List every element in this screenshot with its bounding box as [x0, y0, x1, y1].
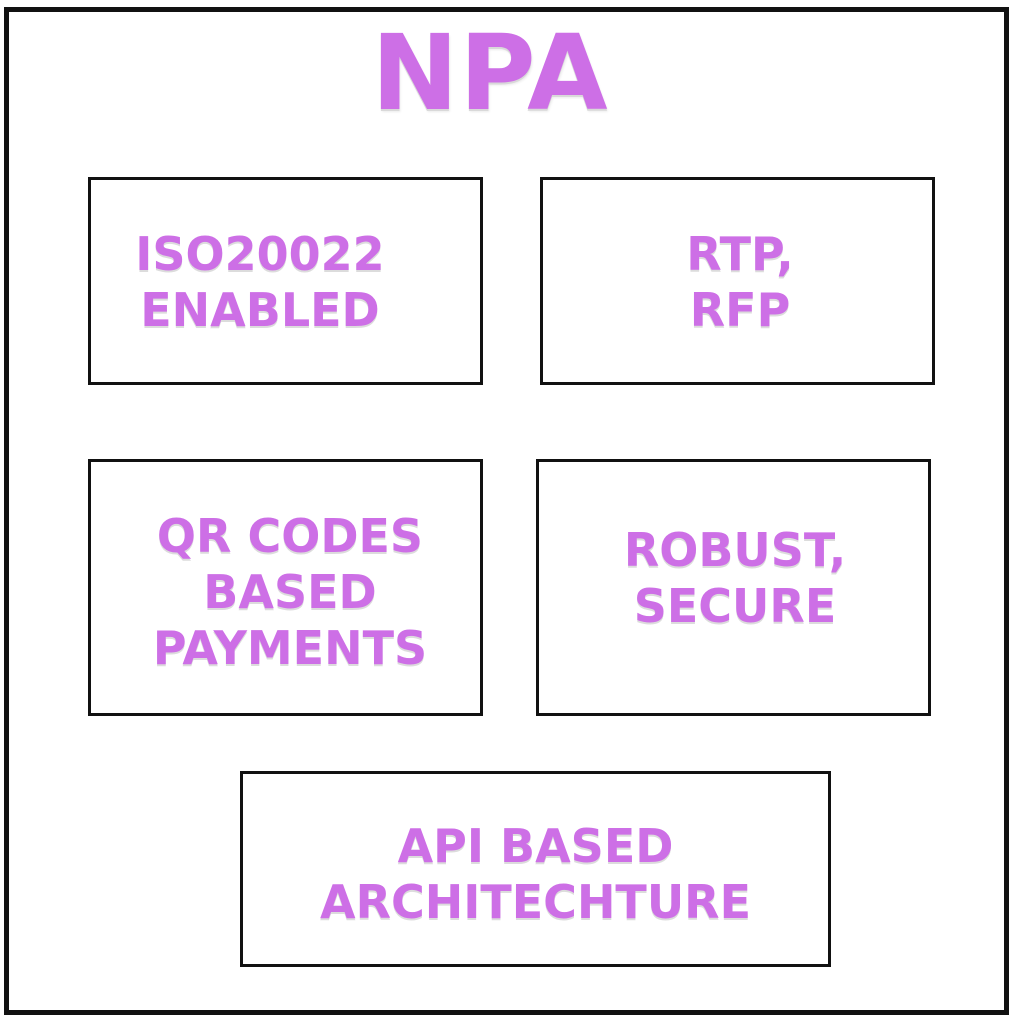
feature-label-api-based: API BASED ARCHITECHTURE [260, 818, 811, 930]
feature-label-line: BASED [203, 565, 377, 619]
feature-box-api-based [240, 771, 831, 967]
feature-label-line: ENABLED [140, 283, 380, 337]
feature-label-line: ARCHITECHTURE [319, 875, 752, 929]
feature-label-robust-secure: ROBUST, SECURE [575, 522, 895, 634]
outer-frame [4, 7, 1009, 1015]
feature-label-line: QR CODES [156, 509, 424, 563]
feature-label-line: PAYMENTS [152, 621, 428, 675]
diagram-title: NPA [371, 12, 609, 134]
feature-box-robust-secure [536, 459, 931, 716]
feature-label-line: RTP, [686, 227, 794, 281]
feature-label-line: SECURE [633, 579, 837, 633]
feature-label-line: RFP [689, 283, 791, 337]
feature-label-line: ROBUST, [623, 523, 847, 577]
feature-label-qr-codes: QR CODES BASED PAYMENTS [110, 508, 470, 676]
feature-box-iso20022 [88, 177, 483, 385]
feature-label-line: API BASED [397, 819, 674, 873]
feature-label-line: ISO20022 [135, 227, 385, 281]
feature-box-qr-codes [88, 459, 483, 716]
feature-label-rtp-rfp: RTP, RFP [580, 226, 900, 338]
feature-box-rtp-rfp [540, 177, 935, 385]
feature-label-iso20022: ISO20022 ENABLED [100, 226, 420, 338]
